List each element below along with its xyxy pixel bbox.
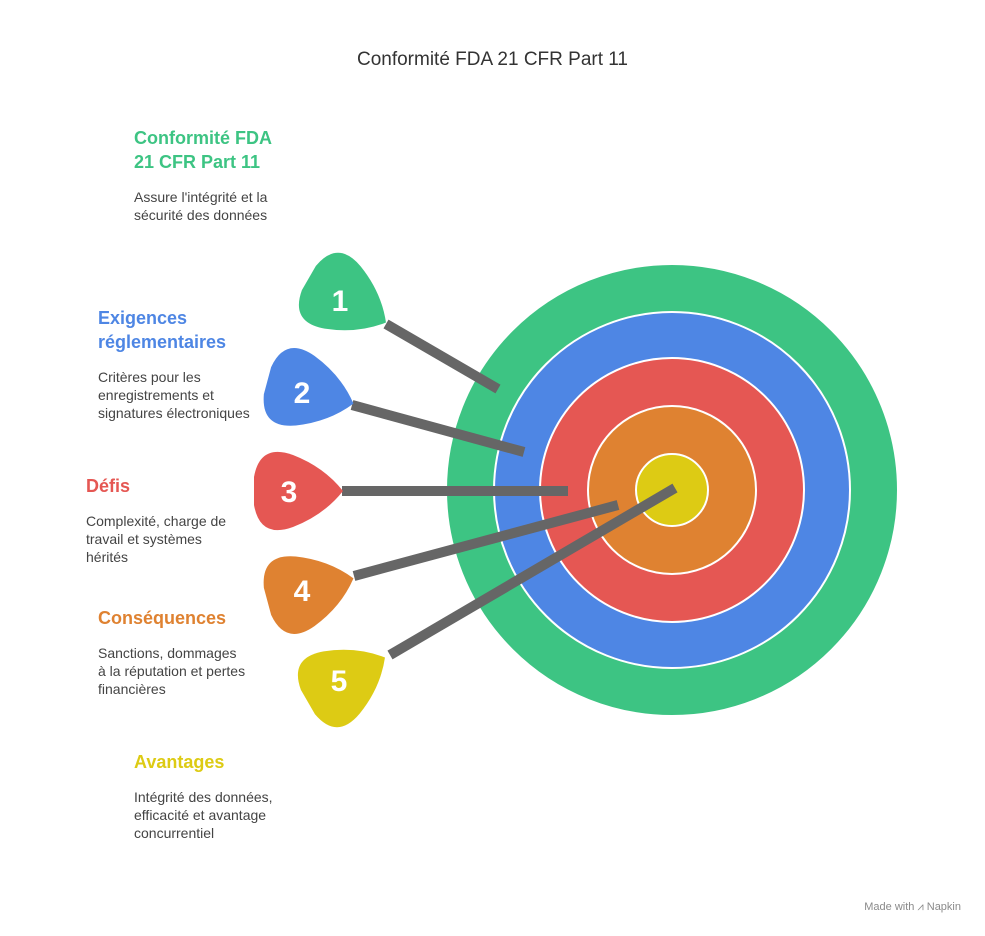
arrow-shafts [342,319,678,660]
page-title: Conformité FDA 21 CFR Part 11 [356,49,629,70]
arrow-fletching-3: 3 [254,451,343,531]
item-1: Conformité FDA 21 CFR Part 11 Assure l'i… [134,126,284,224]
watermark-brand: Napkin [926,901,961,913]
item-2: Exigences réglementaires Critères pour l… [98,306,258,422]
item-4: Conséquences Sanctions, dommages à la ré… [98,606,248,698]
step-number-2: 2 [294,377,311,410]
arrow-fletchings: 1 2 3 4 5 [254,252,386,728]
arrow-fletching-5: 5 [297,649,385,728]
arrow-shaft-1 [383,319,501,394]
arrow-fletching-2: 2 [263,348,354,426]
item-4-title: Conséquences [98,608,227,628]
item-1-description: Assure l'intégrité et la sécurité des do… [134,189,268,223]
napkin-logo-icon: ⩘ [917,901,924,913]
item-3: Défis Complexité, charge de travail et s… [86,474,236,566]
item-3-description: Complexité, charge de travail et système… [86,513,227,565]
arrow-fletching-1: 1 [298,252,386,331]
step-number-4: 4 [294,575,311,608]
step-number-3: 3 [281,476,298,509]
arrow-shaft-5 [387,483,678,660]
item-3-title: Défis [86,476,131,496]
item-2-description: Critères pour les enregistrements et sig… [98,369,250,421]
watermark: Made with ⩘ Napkin [864,901,961,914]
item-5: Avantages Intégrité des données, efficac… [134,750,284,842]
item-2-title: Exigences réglementaires [98,308,227,352]
step-number-1: 1 [332,285,349,318]
step-number-5: 5 [331,665,348,698]
item-1-title: Conformité FDA 21 CFR Part 11 [134,128,272,172]
arrow-shaft-2 [350,400,526,457]
item-5-description: Intégrité des données, efficacité et ava… [134,789,273,841]
item-4-description: Sanctions, dommages à la réputation et p… [98,645,246,697]
item-5-title: Avantages [134,752,225,772]
arrow-shaft-4 [352,500,620,581]
arrow-fletching-4: 4 [263,556,354,634]
watermark-prefix: Made with [864,901,915,913]
